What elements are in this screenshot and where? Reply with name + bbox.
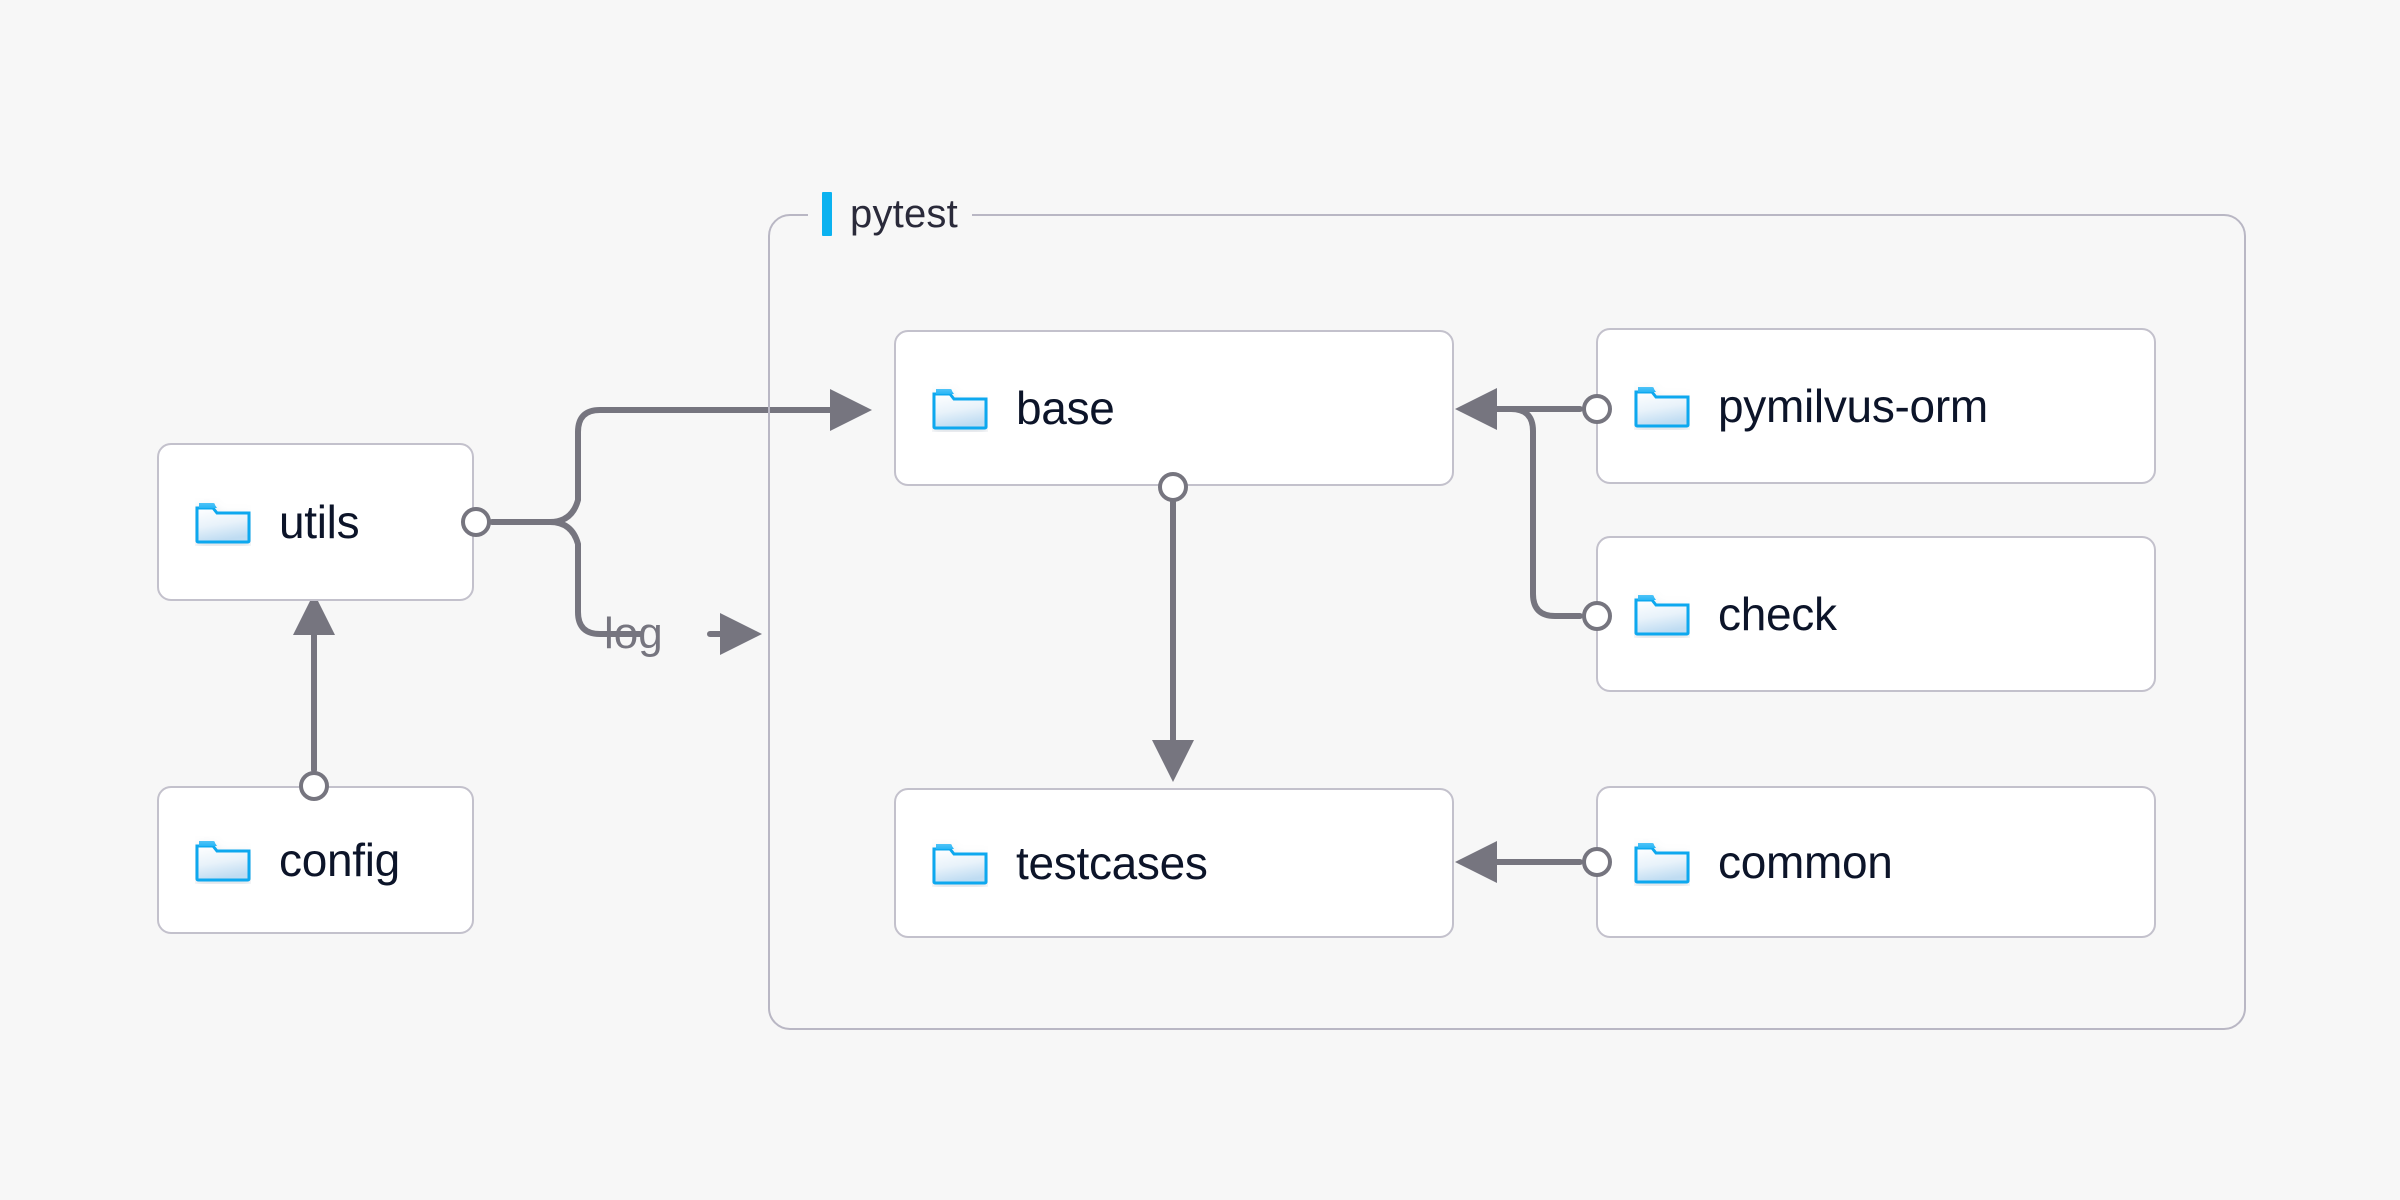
node-pymilvus-orm[interactable]: pymilvus-orm — [1596, 328, 2156, 484]
folder-icon — [1634, 843, 1690, 884]
port-base-bottom[interactable] — [1158, 472, 1188, 502]
port-config-top[interactable] — [299, 771, 329, 801]
group-pytest — [768, 214, 2246, 1030]
port-check-left[interactable] — [1582, 601, 1612, 631]
folder-icon — [1634, 595, 1690, 636]
port-common-left[interactable] — [1582, 847, 1612, 877]
port-utils-right[interactable] — [461, 507, 491, 537]
folder-icon — [932, 389, 988, 430]
node-testcases[interactable]: testcases — [894, 788, 1454, 938]
node-base-label: base — [1016, 382, 1115, 434]
group-pytest-label: pytest — [808, 186, 972, 242]
folder-icon — [195, 841, 251, 882]
node-utils-label: utils — [279, 496, 360, 548]
node-config[interactable]: config — [157, 786, 474, 934]
folder-icon — [1634, 387, 1690, 428]
node-common[interactable]: common — [1596, 786, 2156, 938]
edge-label-log: log — [604, 609, 663, 658]
node-pymilvus-orm-label: pymilvus-orm — [1718, 380, 1988, 432]
node-base[interactable]: base — [894, 330, 1454, 486]
folder-icon — [932, 844, 988, 885]
node-testcases-label: testcases — [1016, 837, 1208, 889]
folder-icon — [195, 503, 251, 544]
node-utils[interactable]: utils — [157, 443, 474, 601]
node-config-label: config — [279, 834, 400, 886]
node-check[interactable]: check — [1596, 536, 2156, 692]
node-common-label: common — [1718, 836, 1893, 888]
group-pytest-label-text: pytest — [850, 192, 958, 236]
node-check-label: check — [1718, 588, 1837, 640]
port-pymilvus-orm-left[interactable] — [1582, 394, 1612, 424]
accent-bar-icon — [822, 192, 832, 236]
